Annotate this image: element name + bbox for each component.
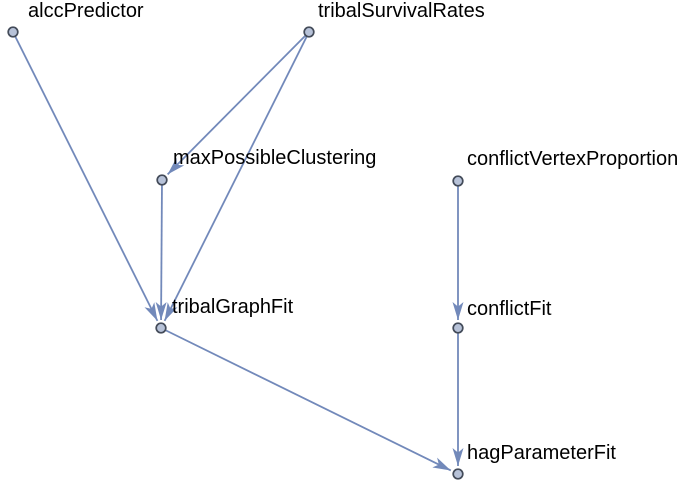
edge-tribalGraphFit-to-hagParameterFit xyxy=(160,327,452,472)
edge-maxPossibleClustering-to-tribalGraphFit xyxy=(155,179,167,321)
graph-node-conflictVertexProportion xyxy=(452,175,464,187)
graph-node-conflictFit xyxy=(452,322,464,334)
graph-node-alccPredictor xyxy=(7,26,19,38)
graph-node-maxPossibleClustering xyxy=(156,174,168,186)
edge-alccPredictor-to-tribalGraphFit xyxy=(12,31,159,322)
graph-node-hagParameterFit xyxy=(452,468,464,480)
graph-node-tribalSurvivalRates xyxy=(303,26,315,38)
edge-tribalSurvivalRates-to-tribalGraphFit xyxy=(163,31,310,322)
edge-tribalSurvivalRates-to-maxPossibleClustering xyxy=(166,31,310,175)
graph-node-tribalGraphFit xyxy=(155,322,167,334)
